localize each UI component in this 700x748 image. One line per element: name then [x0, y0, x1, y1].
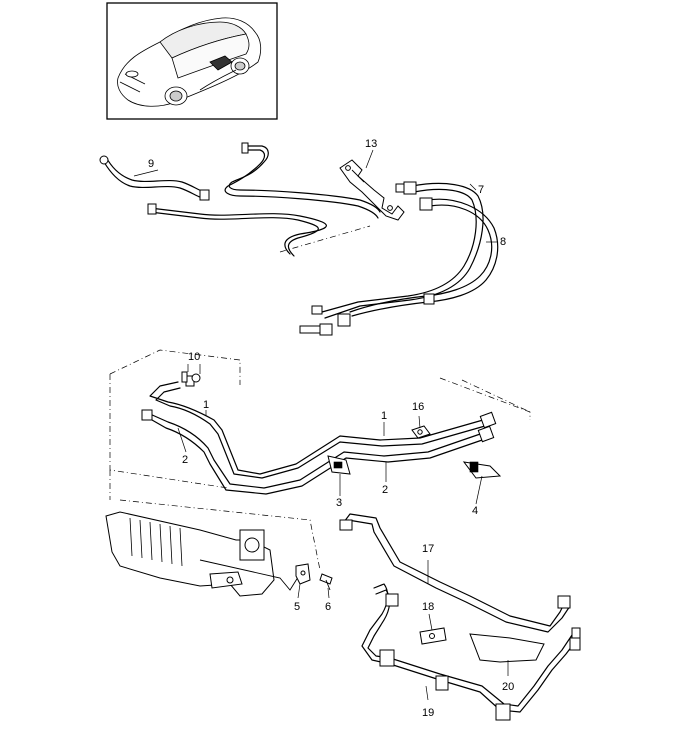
line-19: [361, 583, 581, 721]
leader-lines: [133, 149, 509, 701]
assembly-line-upper-right: [461, 379, 531, 413]
bracket-13: [339, 159, 405, 221]
label-13: 13: [365, 138, 377, 150]
hose-8: [299, 197, 499, 336]
vehicle-thumbnail: [106, 2, 278, 120]
label-8: 8: [500, 236, 506, 248]
label-5: 5: [294, 601, 300, 613]
label-17: 17: [422, 543, 434, 555]
bracket-5: [295, 563, 311, 585]
steering-gear: [105, 511, 301, 597]
label-3: 3: [336, 497, 342, 509]
label-2b: 2: [382, 484, 388, 496]
label-9: 9: [148, 158, 154, 170]
heat-shield-20: [469, 633, 545, 663]
label-6: 6: [325, 601, 331, 613]
label-20: 20: [502, 681, 514, 693]
line-2: [141, 409, 495, 495]
label-7: 7: [478, 184, 484, 196]
car-illustration: [117, 17, 262, 107]
label-18: 18: [422, 601, 434, 613]
clamp-3: [327, 455, 351, 475]
clamp-4: [462, 461, 502, 479]
label-10: 10: [188, 351, 200, 363]
assembly-box-lower: [109, 470, 321, 571]
label-4: 4: [472, 505, 478, 517]
label-1a: 1: [203, 399, 209, 411]
line-17: [339, 513, 571, 633]
clip-18: [419, 627, 447, 645]
gear-boot: [129, 517, 183, 567]
label-1b: 1: [381, 410, 387, 422]
assembly-line-upper: [279, 225, 371, 253]
label-19: 19: [422, 707, 434, 719]
bolt-6: [319, 573, 333, 591]
hose-9: [99, 155, 210, 201]
label-16: 16: [412, 401, 424, 413]
label-2a: 2: [182, 454, 188, 466]
return-line: [224, 142, 381, 219]
feed-line: [147, 203, 327, 257]
seal-10: [181, 364, 201, 383]
part-labels: 9 13 7 8 10 1 1 16 2 2 3 4 5 6 17 18 19 …: [148, 138, 514, 719]
line-1: [149, 375, 497, 479]
